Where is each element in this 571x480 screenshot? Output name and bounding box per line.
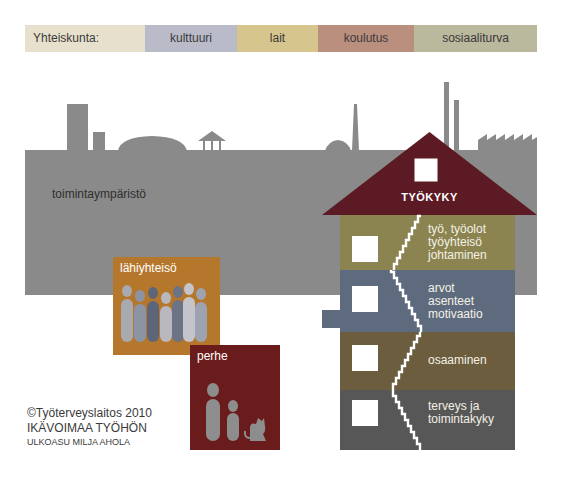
node-text: sosiaaliturva xyxy=(414,25,537,52)
node-text: työ, työolot työyhteisö johtaminen xyxy=(428,223,513,262)
society-segment: kulttuuri xyxy=(145,25,237,52)
floor: osaaminen xyxy=(340,332,515,390)
node-text: arvot asenteet motivaatio xyxy=(428,282,498,321)
credit-label: IKÄVOIMAA TYÖHÖN xyxy=(27,421,147,435)
node-text: TYÖKYKY xyxy=(322,190,537,204)
node-text: koulutus xyxy=(318,25,414,52)
node-text: Yhteiskunta: xyxy=(33,25,99,52)
node-text: kulttuuri xyxy=(145,25,237,52)
society-segment: Yhteiskunta: xyxy=(25,25,145,52)
node-text: perhe xyxy=(197,349,228,363)
floor: työ, työolot työyhteisö johtaminen xyxy=(340,215,515,270)
node-text: osaaminen xyxy=(428,354,513,367)
credit-label: ULKOASU MILJA AHOLA xyxy=(27,437,130,448)
society-segment: sosiaaliturva xyxy=(414,25,537,52)
floor: terveys ja toimintakyky xyxy=(340,390,515,450)
society-segment: lait xyxy=(237,25,318,52)
node-text: lähiyhteisö xyxy=(120,261,177,275)
community-box: lähiyhteisö xyxy=(113,257,220,355)
node-text: lait xyxy=(237,25,318,52)
floor: arvot asenteet motivaatio xyxy=(340,270,515,332)
node-text: terveys ja toimintakyky xyxy=(428,400,513,426)
society-segment: koulutus xyxy=(318,25,414,52)
family-box: perhe xyxy=(190,345,280,450)
roof: TYÖKYKY xyxy=(322,132,537,215)
node-text: toimintaympäristö xyxy=(52,187,146,201)
credit-label: ©Työterveyslaitos 2010 xyxy=(27,406,152,420)
